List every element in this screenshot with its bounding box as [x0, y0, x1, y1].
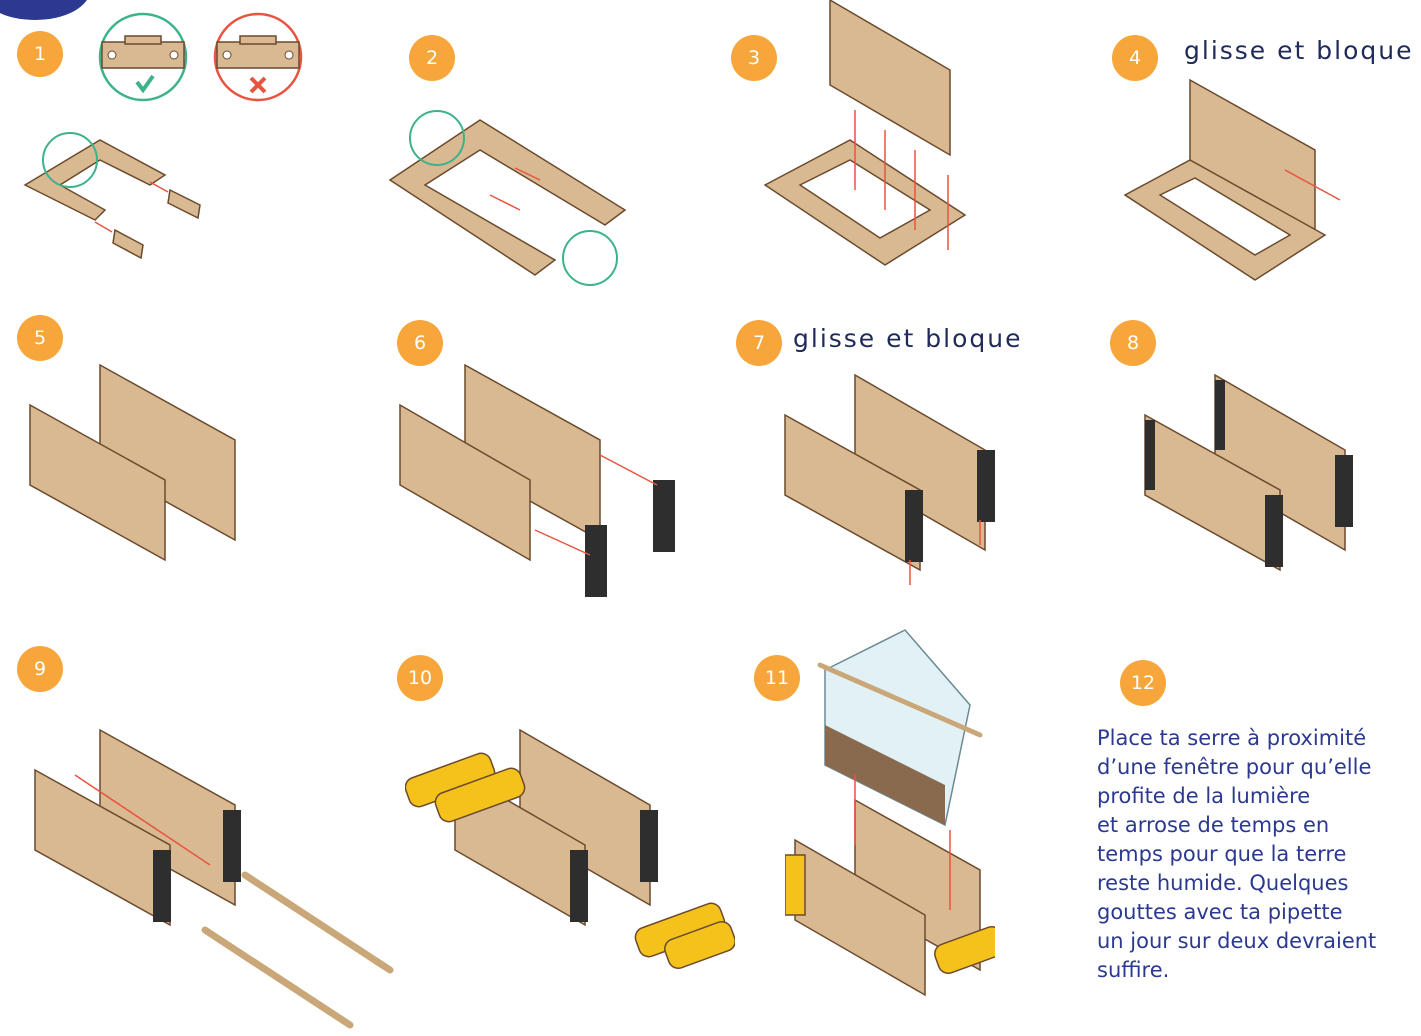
step-10-badge: 10 [397, 655, 443, 701]
step-5-badge: 5 [17, 315, 63, 361]
step-4-illustration [1120, 70, 1360, 290]
instruction-line: reste humide. Quelques [1097, 869, 1417, 898]
step-9-badge: 9 [17, 646, 63, 692]
step-8-illustration [1140, 370, 1360, 590]
step-10-illustration [405, 725, 735, 975]
instruction-line: suffire. [1097, 956, 1417, 985]
step-4-caption: glisse et bloque [1184, 36, 1413, 65]
step-9-illustration [30, 725, 400, 1030]
step-2-illustration [380, 90, 640, 300]
instruction-line: profite de la lumière [1097, 782, 1417, 811]
instruction-line: un jour sur deux devraient [1097, 927, 1417, 956]
step-1-illustration [0, 0, 360, 280]
step-11-illustration [785, 625, 995, 1025]
step-2-badge: 2 [409, 35, 455, 81]
instruction-line: d’une fenêtre pour qu’elle [1097, 753, 1417, 782]
step-7-caption: glisse et bloque [793, 324, 1022, 353]
step-8-badge: 8 [1110, 320, 1156, 366]
instruction-line: temps pour que la terre [1097, 840, 1417, 869]
step-7-illustration [780, 370, 1020, 590]
final-instructions: Place ta serre à proximité d’une fenêtre… [1097, 724, 1417, 985]
step-6-illustration [395, 360, 685, 600]
instruction-line: gouttes avec ta pipette [1097, 898, 1417, 927]
step-5-illustration [20, 360, 250, 570]
instruction-line: Place ta serre à proximité [1097, 724, 1417, 753]
step-7-badge: 7 [736, 320, 782, 366]
instruction-line: et arrose de temps en [1097, 811, 1417, 840]
step-12-badge: 12 [1120, 660, 1166, 706]
step-3-illustration [760, 0, 980, 290]
